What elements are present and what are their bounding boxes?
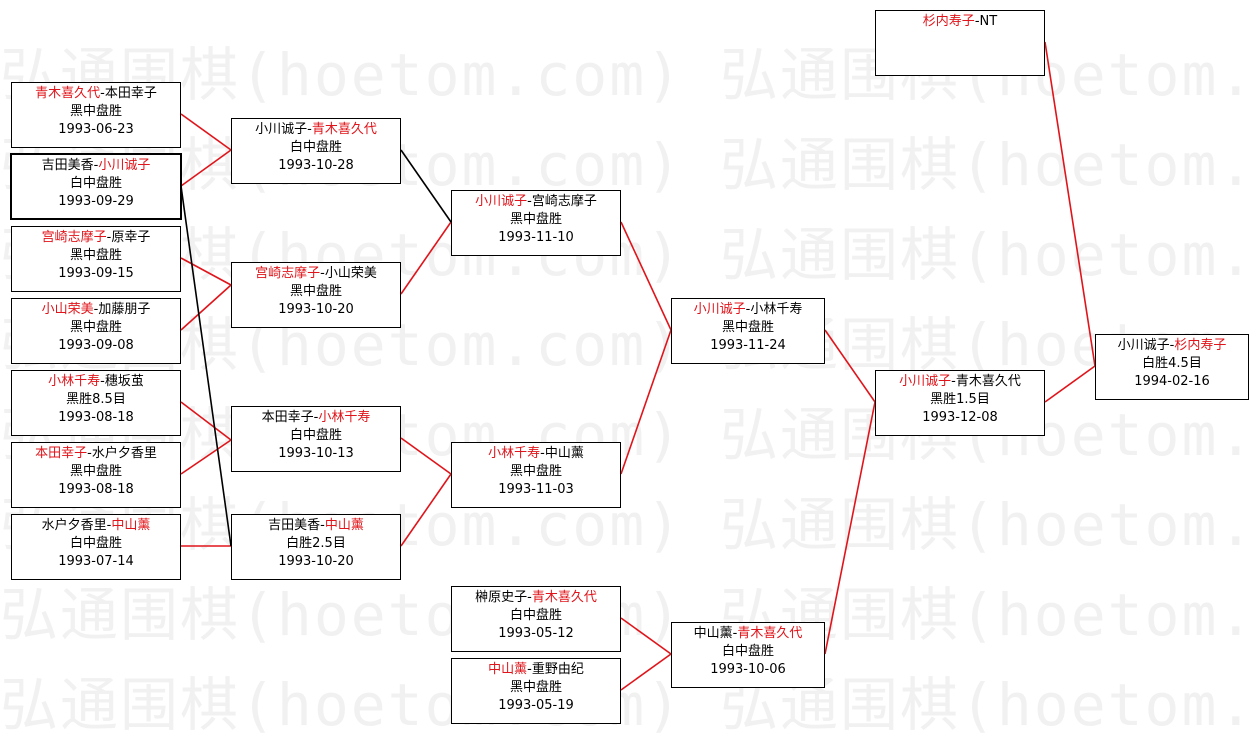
connector-line [180, 257, 232, 286]
game-box[interactable]: 小川诚子-小林千寿 黑中盘胜 1993-11-24 [671, 298, 825, 364]
connector-line [400, 221, 452, 295]
match-date: 1993-09-15 [58, 266, 134, 281]
game-box[interactable]: 小山荣美-加藤朋子 黑中盘胜 1993-09-08 [11, 298, 181, 364]
match-players: 中山薰-重野由纪 [488, 662, 584, 677]
match-date: 1993-10-20 [278, 554, 354, 569]
match-players: 小川诚子-杉内寿子 [1117, 338, 1227, 353]
game-box[interactable]: 吉田美香-中山薰 白胜2.5目 1993-10-20 [231, 514, 401, 580]
match-result: 黑中盘胜 [69, 320, 122, 335]
match-date: 1993-10-20 [278, 302, 354, 317]
match-result: 白中盘胜 [509, 608, 562, 623]
match-players: 榊原史子-青木喜久代 [475, 590, 597, 605]
connector-line [1044, 365, 1096, 403]
match-date: 1993-10-13 [278, 446, 354, 461]
match-date: 1993-09-08 [58, 338, 134, 353]
match-date: 1993-11-24 [710, 338, 786, 353]
match-result: 白中盘胜 [69, 176, 122, 191]
match-date: 1993-08-18 [58, 410, 134, 425]
match-players: 吉田美香-中山薰 [268, 518, 364, 533]
match-result: 黑中盘胜 [509, 464, 562, 479]
match-players: 小川诚子-青木喜久代 [255, 122, 377, 137]
connector-line [180, 113, 232, 151]
game-box[interactable]: 中山薰-青木喜久代 白中盘胜 1993-10-06 [671, 622, 825, 688]
game-box[interactable]: 小林千寿-穗坂茧 黑胜8.5目 1993-08-18 [11, 370, 181, 436]
connector-line [620, 329, 672, 475]
match-players: 小川诚子-宫崎志摩子 [475, 194, 597, 209]
match-result: 黑胜8.5目 [66, 392, 126, 407]
match-date: 1993-09-29 [58, 194, 134, 209]
game-box[interactable]: 吉田美香-小川诚子 白中盘胜 1993-09-29 [10, 153, 182, 220]
match-result: 黑中盘胜 [69, 464, 122, 479]
game-box[interactable]: 本田幸子-小林千寿 白中盘胜 1993-10-13 [231, 406, 401, 472]
match-result: 白胜2.5目 [286, 536, 346, 551]
match-players: 小林千寿-穗坂茧 [48, 374, 144, 389]
connector-line [1044, 41, 1096, 367]
match-result: 白中盘胜 [289, 428, 342, 443]
match-date: 1993-10-28 [278, 158, 354, 173]
connector-line [180, 401, 232, 441]
game-box[interactable]: 小林千寿-中山薰 黑中盘胜 1993-11-03 [451, 442, 621, 508]
connector-line [400, 473, 452, 547]
match-date: 1993-07-14 [58, 554, 134, 569]
match-result: 黑中盘胜 [509, 212, 562, 227]
match-players: 小山荣美-加藤朋子 [41, 302, 151, 317]
match-players: 本田幸子-水户夕香里 [35, 446, 157, 461]
connector-line [824, 329, 876, 403]
match-players: 吉田美香-小川诚子 [41, 158, 151, 173]
match-result: 黑中盘胜 [721, 320, 774, 335]
match-date: 1993-12-08 [922, 410, 998, 425]
game-box[interactable]: 小川诚子-青木喜久代 白中盘胜 1993-10-28 [231, 118, 401, 184]
match-result: 白中盘胜 [721, 644, 774, 659]
game-box[interactable]: 中山薰-重野由纪 黑中盘胜 1993-05-19 [451, 658, 621, 724]
match-players: 青木喜久代-本田幸子 [35, 86, 157, 101]
connector-line [824, 401, 876, 655]
match-date: 1993-08-18 [58, 482, 134, 497]
match-result: 白中盘胜 [69, 536, 122, 551]
match-players: 小川诚子-青木喜久代 [899, 374, 1021, 389]
match-players: 小川诚子-小林千寿 [693, 302, 803, 317]
final-game-box[interactable]: 小川诚子-杉内寿子 白胜4.5目 1994-02-16 [1095, 334, 1249, 400]
match-players: 宫崎志摩子-原幸子 [41, 230, 151, 245]
connector-line [180, 185, 232, 547]
match-result: 白中盘胜 [289, 140, 342, 155]
match-result: 白胜4.5目 [1142, 356, 1202, 371]
match-players: 水户夕香里-中山薰 [41, 518, 151, 533]
game-box[interactable]: 杉内寿子-NT [875, 10, 1045, 76]
connector-line [620, 221, 672, 331]
match-date: 1993-05-19 [498, 698, 574, 713]
match-result: 黑中盘胜 [69, 248, 122, 263]
match-date: 1993-11-03 [498, 482, 574, 497]
game-box[interactable]: 小川诚子-宫崎志摩子 黑中盘胜 1993-11-10 [451, 190, 621, 256]
match-date: 1993-11-10 [498, 230, 574, 245]
match-players: 中山薰-青木喜久代 [693, 626, 803, 641]
match-date: 1993-06-23 [58, 122, 134, 137]
match-result: 黑中盘胜 [509, 680, 562, 695]
connector-line [400, 437, 452, 475]
match-result: 黑中盘胜 [69, 104, 122, 119]
match-players: 杉内寿子-NT [922, 14, 998, 29]
game-box[interactable]: 宫崎志摩子-小山荣美 黑中盘胜 1993-10-20 [231, 262, 401, 328]
match-date: 1993-10-06 [710, 662, 786, 677]
connector-line [180, 439, 232, 475]
connector-line [620, 653, 672, 691]
match-date: 1993-05-12 [498, 626, 574, 641]
match-result: 黑胜1.5目 [930, 392, 990, 407]
connector-line [180, 284, 232, 331]
game-box[interactable]: 榊原史子-青木喜久代 白中盘胜 1993-05-12 [451, 586, 621, 652]
connector-line [400, 149, 452, 223]
match-date: 1994-02-16 [1134, 374, 1210, 389]
game-box[interactable]: 本田幸子-水户夕香里 黑中盘胜 1993-08-18 [11, 442, 181, 508]
connector-line [620, 617, 672, 655]
match-result: 黑中盘胜 [289, 284, 342, 299]
match-players: 本田幸子-小林千寿 [261, 410, 371, 425]
game-box[interactable]: 宫崎志摩子-原幸子 黑中盘胜 1993-09-15 [11, 226, 181, 292]
match-players: 宫崎志摩子-小山荣美 [255, 266, 377, 281]
match-players: 小林千寿-中山薰 [488, 446, 584, 461]
game-box[interactable]: 青木喜久代-本田幸子 黑中盘胜 1993-06-23 [11, 82, 181, 148]
game-box[interactable]: 水户夕香里-中山薰 白中盘胜 1993-07-14 [11, 514, 181, 580]
game-box[interactable]: 小川诚子-青木喜久代 黑胜1.5目 1993-12-08 [875, 370, 1045, 436]
connector-line [180, 149, 232, 187]
